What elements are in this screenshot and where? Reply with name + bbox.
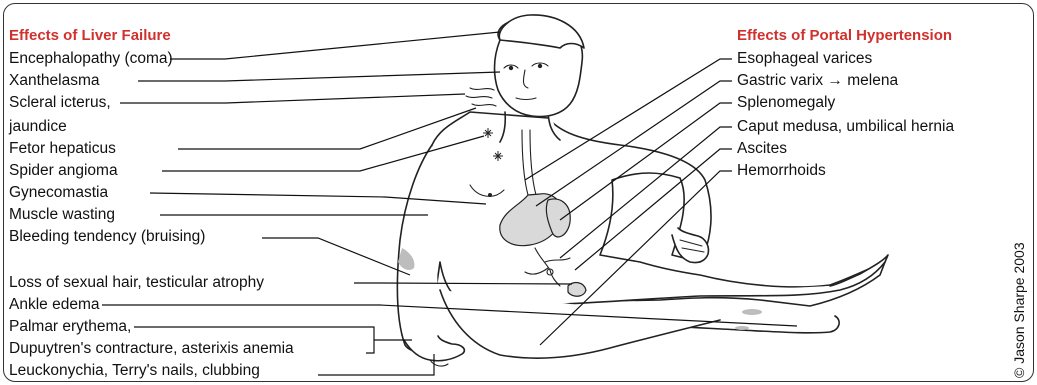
label-splenomegaly: Splenomegaly — [737, 94, 835, 111]
portal-hypertension-heading: Effects of Portal Hypertension — [737, 27, 952, 44]
label-loss-sexual-hair: Loss of sexual hair, testicular atrophy — [9, 274, 264, 291]
label-gynecomastia: Gynecomastia — [9, 184, 108, 201]
label-palmar-erythema: Palmar erythema, — [9, 318, 131, 335]
label-leuckonychia: Leuckonychia, Terry's nails, clubbing — [9, 362, 260, 379]
label-esophageal-varices: Esophageal varices — [737, 50, 873, 67]
fetor-breath-lines — [466, 88, 496, 106]
label-hemorrhoids: Hemorrhoids — [737, 162, 826, 179]
copyright-credit: © Jason Sharpe 2003 — [1011, 242, 1027, 378]
edema-spot — [735, 326, 749, 330]
label-ascites: Ascites — [737, 140, 787, 157]
label-xanthelasma: Xanthelasma — [9, 72, 100, 89]
liver-failure-heading: Effects of Liver Failure — [9, 27, 171, 44]
label-dupuytren: Dupuytren's contracture, asterixis anemi… — [9, 340, 294, 357]
label-gastric-varix: Gastric varix → melena — [737, 72, 898, 89]
label-scleral-icterus: Scleral icterus, — [9, 94, 111, 111]
label-encephalopathy: Encephalopathy (coma) — [9, 50, 173, 67]
label-jaundice: jaundice — [8, 118, 67, 135]
label-bleeding-tendency: Bleeding tendency (bruising) — [9, 228, 205, 245]
label-muscle-wasting: Muscle wasting — [9, 206, 115, 223]
edema-spot — [742, 309, 762, 315]
label-caput-medusa: Caput medusa, umbilical hernia — [737, 118, 954, 135]
label-ankle-edema: Ankle edema — [9, 296, 100, 313]
label-spider-angioma: Spider angioma — [9, 162, 118, 179]
label-fetor-hepaticus: Fetor hepaticus — [9, 140, 116, 157]
